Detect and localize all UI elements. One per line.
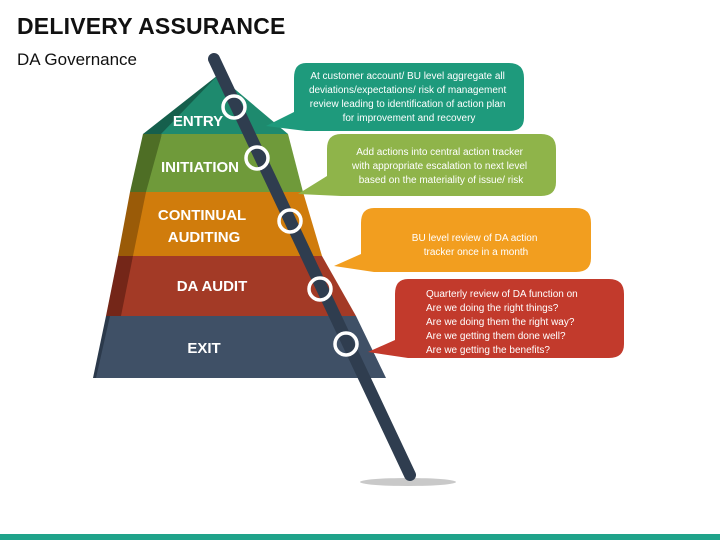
callout-initiation-line3: based on the materiality of issue/ risk [359,175,525,186]
layer-initiation-label: INITIATION [161,159,239,176]
callout-da-audit-line3: Are we doing them the right way? [426,317,575,328]
callout-bubble-initiation-shape [298,134,556,196]
ring-connector-da-audit [307,276,333,302]
callout-entry-line1: At customer account/ BU level aggregate … [310,71,505,82]
layer-exit-label: EXIT [187,340,220,357]
callout-initiation-line2: with appropriate escalation to next leve… [351,161,527,172]
layer-da-audit-label: DA AUDIT [177,278,248,295]
layer-continual-auditing: CONTINUAL AUDITING [118,192,322,270]
layer-continual-auditing-side [118,192,146,270]
layer-da-audit-face [121,256,356,316]
svg-text:INITIATION: INITIATION [161,159,239,176]
layer-exit: EXIT [93,316,386,378]
footer-accent-bar [0,534,720,540]
callout-initiation-line1: Add actions into central action tracker [356,147,523,158]
callout-continual-auditing-line2: tracker once in a month [424,247,529,258]
callout-entry-line3: review leading to identification of acti… [310,99,506,110]
svg-text:EXIT: EXIT [187,340,220,357]
callout-bubble-continual-auditing: BU level review of DA action tracker onc… [334,208,591,272]
page-title: DELIVERY ASSURANCE [17,13,286,39]
svg-text:CONTINUAL AUDITING: CONTINUAL AUDITING [158,207,250,246]
svg-text:DA AUDIT: DA AUDIT [177,278,248,295]
ring-connectors [221,94,359,357]
layer-da-audit: DA AUDIT [106,256,356,330]
ring-connector-entry [221,94,247,120]
pole-shadow [360,478,456,486]
callout-bubbles: At customer account/ BU level aggregate … [266,63,624,358]
ring-connector-exit [333,331,359,357]
callout-continual-auditing-line1: BU level review of DA action [412,233,538,244]
layer-continual-auditing-label-line2: AUDITING [168,229,241,246]
layer-da-audit-side [106,256,133,330]
svg-text:BU level review of DA act: BU level review of DA action tracker onc… [412,233,540,258]
callout-da-audit-line5: Are we getting the benefits? [426,345,550,356]
callout-da-audit-line1: Quarterly review of DA function on [426,289,578,300]
callout-bubble-initiation: Add actions into central action tracker … [298,134,556,196]
callout-bubble-entry-shape [266,63,524,131]
page-subtitle: DA Governance [17,50,138,69]
callout-bubble-da-audit: Quarterly review of DA function on Are w… [368,279,624,358]
callout-da-audit-line2: Are we doing the right things? [426,303,559,314]
callout-bubble-da-audit-shape [368,279,624,358]
callout-bubble-continual-auditing-shape [334,208,591,272]
layer-continual-auditing-face [133,192,322,256]
callout-da-audit-line4: Are we getting them done well? [426,331,566,342]
ring-connector-continual-auditing [277,208,303,234]
layer-entry-label: ENTRY [173,113,223,130]
callout-bubble-entry: At customer account/ BU level aggregate … [266,63,524,131]
ring-connector-initiation [244,145,270,171]
callout-entry-line4: for improvement and recovery [343,113,476,124]
layer-continual-auditing-label-line1: CONTINUAL [158,207,246,224]
pole [208,53,416,481]
svg-text:ENTRY: ENTRY [173,113,223,130]
callout-entry-line2: deviations/expectations/ risk of managem… [309,85,507,96]
layer-exit-face [96,316,386,378]
svg-text:Add actions into central actio: Add actions into central action tracker … [351,147,530,186]
layer-entry: ENTRY [143,75,288,134]
svg-text:At customer account/ BU level: At customer account/ BU level aggregate … [309,71,509,124]
svg-text:Quarterly review of DA functio: Quarterly review of DA function on Are w… [426,289,581,356]
